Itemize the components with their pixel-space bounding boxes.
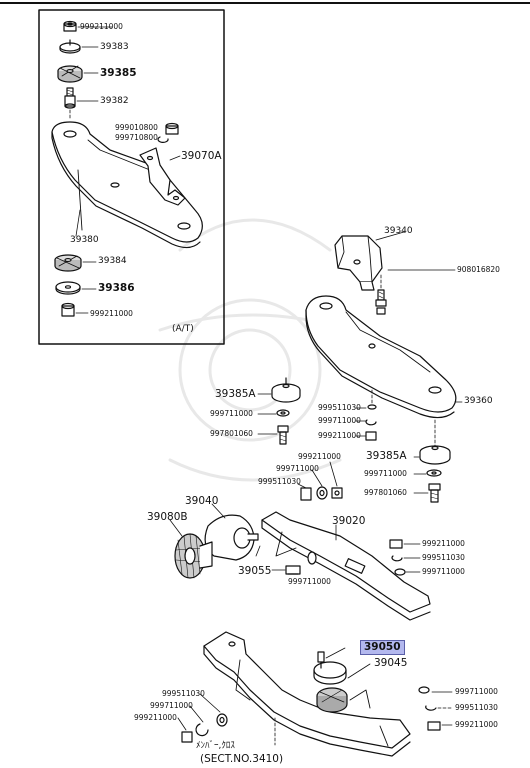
nut-box-bottom xyxy=(61,302,75,317)
nut-top xyxy=(63,20,77,32)
part-label: 39385A xyxy=(215,388,256,400)
member-label: ﾒﾝﾊﾞｰ,ｸﾛｽ xyxy=(196,741,235,751)
crossmember-39020 xyxy=(261,511,431,621)
part-label: 999711000 xyxy=(210,409,253,418)
part-label: 39040 xyxy=(185,495,219,507)
cushion-39045 xyxy=(316,687,348,713)
bracket-39360 xyxy=(305,295,457,419)
part-label: 999511030 xyxy=(455,703,498,712)
bolt-39055 xyxy=(285,551,317,575)
part-label: 999211000 xyxy=(298,452,341,461)
part-label: 999710800 xyxy=(115,133,158,142)
part-label: 39382 xyxy=(100,96,129,106)
cushion-39385A-left xyxy=(271,377,301,403)
part-label: 999010800 xyxy=(115,123,158,132)
part-label: 39020 xyxy=(332,515,366,527)
part-label: 39380 xyxy=(70,235,99,245)
cushion-39384 xyxy=(54,254,82,272)
part-label: 39340 xyxy=(384,226,413,236)
bracket-39340 xyxy=(334,235,383,291)
part-label: 999711000 xyxy=(422,567,465,576)
stud-39050 xyxy=(313,651,347,685)
part-label: 999511030 xyxy=(318,403,361,412)
part-label: 999711000 xyxy=(276,464,319,473)
inset-box xyxy=(38,9,225,345)
part-label: 999211000 xyxy=(318,431,361,440)
part-label: 999711000 xyxy=(455,687,498,696)
part-label: 39080B xyxy=(147,511,188,523)
part-label: 999211000 xyxy=(80,22,123,31)
bolt-right xyxy=(428,483,441,503)
part-label: 999711000 xyxy=(318,416,361,425)
part-label: 39383 xyxy=(100,42,129,52)
part-label: 999711000 xyxy=(150,701,193,710)
part-label: 999711000 xyxy=(364,469,407,478)
right-bottom-small-parts xyxy=(418,686,441,731)
section-label: (SECT.NO.3410) xyxy=(200,753,284,765)
part-label: 999211000 xyxy=(90,309,133,318)
inset-label: (A/T) xyxy=(172,324,194,334)
part-label: 39386 xyxy=(98,282,135,294)
part-label: 999511030 xyxy=(422,553,465,562)
washer-left xyxy=(276,409,290,417)
part-label: 39045 xyxy=(374,657,408,669)
bolt-908016820 xyxy=(375,289,387,315)
cushion-39385A-right xyxy=(419,419,451,465)
stud-39382 xyxy=(64,87,76,109)
mid-small-parts xyxy=(365,389,377,441)
right-nuts xyxy=(389,539,406,576)
part-label: 39385 xyxy=(100,67,137,79)
washer-right xyxy=(426,469,442,477)
part-label: 997801060 xyxy=(210,429,253,438)
cushion-39385 xyxy=(57,65,83,83)
washer-39386 xyxy=(55,281,81,295)
bolt-left xyxy=(277,425,289,445)
cushion-39080B xyxy=(174,533,213,579)
part-label: 39385A xyxy=(366,450,407,462)
part-label: 39360 xyxy=(464,396,493,406)
nut-999010800 xyxy=(157,122,179,143)
part-label: 997801060 xyxy=(364,488,407,497)
highlighted-part-label[interactable]: 39050 xyxy=(360,640,405,655)
part-label: 999211000 xyxy=(455,720,498,729)
crossmember-member xyxy=(203,631,411,757)
part-label: 908016820 xyxy=(457,265,500,274)
part-label: 39384 xyxy=(98,256,127,266)
center-small-parts xyxy=(300,486,343,501)
left-small-parts xyxy=(181,713,228,743)
part-label: 999511030 xyxy=(258,477,301,486)
part-label: 999511030 xyxy=(162,689,205,698)
washer-39383 xyxy=(59,39,81,54)
bracket-39070A xyxy=(139,147,186,206)
part-label: 999711000 xyxy=(288,577,331,586)
part-label: 999211000 xyxy=(134,713,177,722)
mount-39040 xyxy=(204,514,259,561)
part-label: 39070A xyxy=(181,150,222,162)
part-label: 39055 xyxy=(238,565,272,577)
part-label: 999211000 xyxy=(422,539,465,548)
